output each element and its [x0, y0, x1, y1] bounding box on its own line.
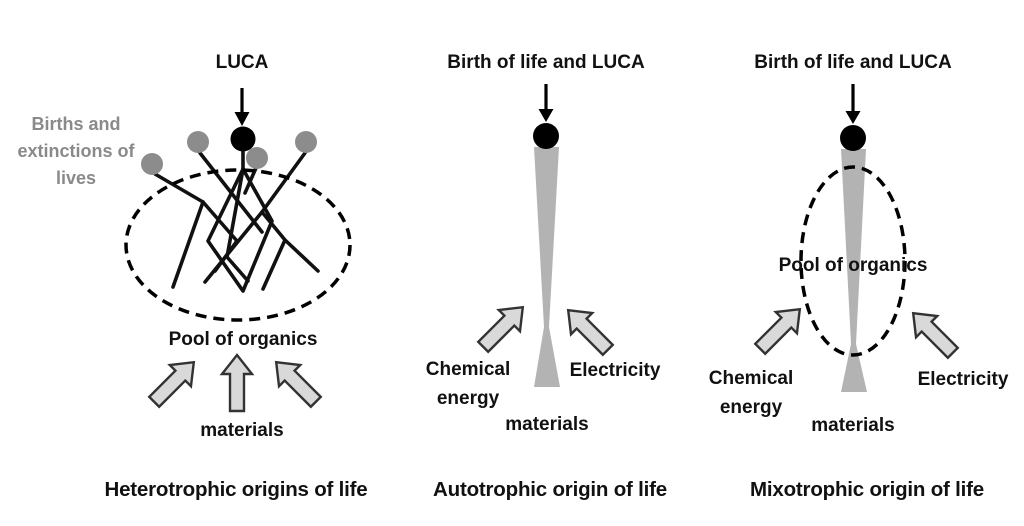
materials-label: materials: [200, 420, 284, 441]
birth-of-life-label: Birth of life and LUCA: [447, 52, 645, 73]
luca-node: [840, 125, 866, 151]
block-arrow-up-right-icon: [476, 305, 525, 354]
pool-of-organics-label: Pool of organics: [168, 329, 318, 350]
chemical-energy-label: Chemical energy: [708, 368, 794, 418]
panel-caption-mixotrophic: Mixotrophic origin of life: [750, 478, 984, 501]
panel-mixotrophic-art: [753, 84, 960, 392]
down-arrow-icon: [845, 84, 861, 124]
electricity-label: Electricity: [569, 360, 661, 381]
panel-caption-heterotrophic: Heterotrophic origins of life: [104, 478, 368, 501]
luca-label: LUCA: [215, 52, 269, 73]
energy-arrows: [476, 305, 615, 357]
panel-heterotrophic-art: [124, 88, 352, 413]
block-arrow-up-right-icon: [753, 307, 802, 356]
lineage-wedge: [841, 149, 867, 392]
electricity-label: Electricity: [917, 369, 1009, 390]
materials-label: materials: [505, 414, 589, 435]
luca-node: [533, 123, 559, 149]
pool-ellipse: [124, 168, 352, 322]
pool-of-organics-label: Pool of organics: [778, 255, 928, 276]
gray-life-node: [246, 147, 268, 169]
luca-node: [230, 126, 256, 152]
panel-autotrophic-art: [476, 84, 615, 387]
chemical-energy-label: Chemical energy: [425, 359, 511, 409]
block-arrow-up-left-icon: [274, 360, 323, 409]
materials-arrows: [147, 353, 323, 413]
panel-caption-autotrophic: Autotrophic origin of life: [433, 478, 667, 501]
energy-arrows: [753, 307, 960, 360]
lineage-wedge: [534, 147, 560, 387]
gray-life-node: [187, 131, 209, 153]
gray-life-node: [295, 131, 317, 153]
life-nodes: [141, 126, 317, 175]
materials-label: materials: [811, 415, 895, 436]
gray-life-node: [141, 153, 163, 175]
phylogeny-network: [153, 150, 320, 293]
block-arrow-up-icon: [219, 353, 255, 413]
down-arrow-icon: [234, 88, 250, 126]
block-arrow-up-right-icon: [147, 360, 196, 409]
birth-of-life-label: Birth of life and LUCA: [754, 52, 952, 73]
block-arrow-up-left-icon: [566, 308, 615, 357]
pool-ellipse: [799, 165, 907, 357]
births-extinctions-label: Births and extinctions of lives: [17, 114, 135, 188]
block-arrow-up-left-icon: [911, 311, 960, 360]
down-arrow-icon: [538, 84, 554, 122]
